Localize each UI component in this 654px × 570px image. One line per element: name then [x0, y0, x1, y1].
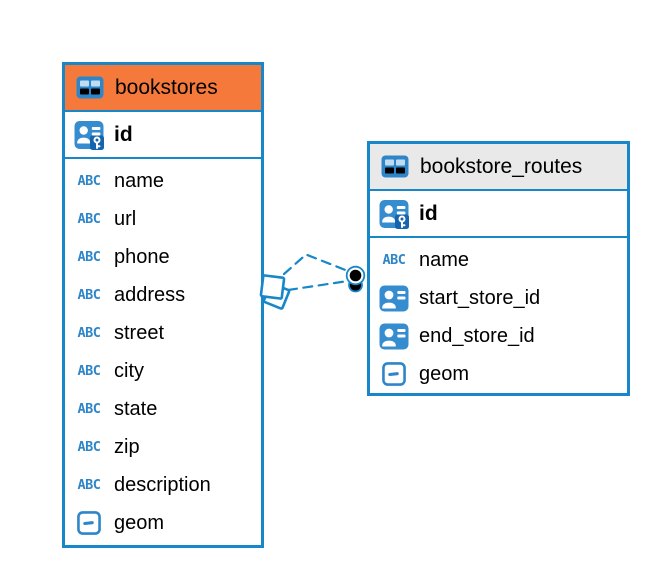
column-name: start_store_id: [419, 286, 541, 309]
entity-bookstores[interactable]: bookstores id ABC name ABC url ABC phone…: [62, 62, 264, 548]
column-row-state[interactable]: ABC state: [65, 390, 261, 428]
column-row-geom[interactable]: geom: [65, 504, 261, 542]
column-row-address[interactable]: ABC address: [65, 276, 261, 314]
column-name: name: [419, 248, 470, 271]
text-type-icon: ABC: [77, 439, 101, 455]
column-name: phone: [114, 245, 170, 268]
text-type-icon: ABC: [77, 287, 101, 303]
column-row-phone[interactable]: ABC phone: [65, 238, 261, 276]
column-name: description: [114, 473, 211, 496]
text-type-icon: ABC: [77, 401, 101, 417]
column-row-street[interactable]: ABC street: [65, 314, 261, 352]
entity-header-bookstore-routes[interactable]: bookstore_routes: [370, 144, 627, 191]
text-type-icon: ABC: [77, 249, 101, 265]
table-icon: [74, 76, 106, 99]
column-name: id: [114, 122, 133, 146]
entity-title: bookstore_routes: [420, 154, 583, 178]
dot-marker: [345, 265, 366, 293]
text-type-icon: ABC: [77, 173, 101, 189]
foreign-key-icon: [378, 323, 410, 350]
column-name: url: [114, 207, 137, 230]
column-row-id[interactable]: id: [65, 112, 261, 159]
column-row-zip[interactable]: ABC zip: [65, 428, 261, 466]
column-row-city[interactable]: ABC city: [65, 352, 261, 390]
column-name: street: [114, 321, 165, 344]
text-type-icon: ABC: [77, 325, 101, 341]
geometry-type-icon: [73, 511, 105, 535]
foreign-key-icon: [378, 285, 410, 312]
relationship-edge-upper: [282, 253, 350, 276]
text-type-icon: ABC: [77, 211, 101, 227]
column-row-end-store-id[interactable]: end_store_id: [370, 317, 627, 355]
primary-key-icon: [378, 199, 410, 229]
column-row-name[interactable]: ABC name: [370, 241, 627, 279]
column-row-url[interactable]: ABC url: [65, 200, 261, 238]
column-list: ABC name ABC url ABC phone ABC address A…: [65, 159, 261, 542]
column-list: ABC name start_store_id end_store_id ge: [370, 238, 627, 393]
column-row-start-store-id[interactable]: start_store_id: [370, 279, 627, 317]
column-name: geom: [114, 511, 165, 534]
table-icon: [379, 155, 411, 178]
column-name: id: [419, 201, 438, 225]
relationship-edge-lower: [286, 279, 350, 292]
column-name: end_store_id: [419, 324, 535, 347]
column-row-id[interactable]: id: [370, 191, 627, 238]
geometry-type-icon: [378, 362, 410, 386]
text-type-icon: ABC: [382, 252, 406, 268]
column-name: state: [114, 397, 158, 420]
diamond-marker: [259, 274, 291, 310]
entity-bookstore-routes[interactable]: bookstore_routes id ABC name start_store…: [367, 141, 630, 396]
column-name: address: [114, 283, 186, 306]
entity-header-bookstores[interactable]: bookstores: [65, 65, 261, 112]
primary-key-icon: [73, 120, 105, 150]
column-row-geom[interactable]: geom: [370, 355, 627, 393]
text-type-icon: ABC: [77, 477, 101, 493]
column-name: city: [114, 359, 144, 382]
column-name: geom: [419, 362, 470, 385]
column-name: name: [114, 169, 165, 192]
column-name: zip: [114, 435, 140, 458]
entity-title: bookstores: [115, 75, 218, 99]
text-type-icon: ABC: [77, 363, 101, 379]
column-row-description[interactable]: ABC description: [65, 466, 261, 504]
column-row-name[interactable]: ABC name: [65, 162, 261, 200]
